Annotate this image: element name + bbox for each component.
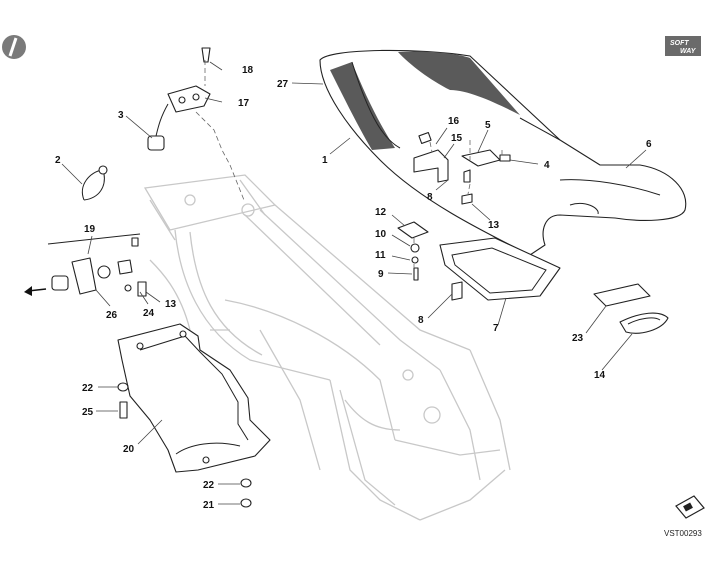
- seat-gasket: [439, 237, 561, 301]
- callout-22-lower: 22: [203, 480, 215, 491]
- callout-25: 25: [82, 407, 94, 418]
- callout-24: 24: [143, 308, 155, 319]
- callout-8-lower: 8: [418, 315, 424, 326]
- assembly-lines: [195, 60, 503, 268]
- direction-arrow-icon: [24, 286, 47, 296]
- callout-17: 17: [238, 98, 250, 109]
- callout-13-lock: 13: [165, 299, 177, 310]
- callout-12: 12: [375, 207, 387, 218]
- callout-22-upper: 22: [82, 383, 94, 394]
- frame-ghost: [143, 174, 511, 521]
- callout-2: 2: [55, 155, 61, 166]
- key-icon: [675, 495, 705, 519]
- callout-13-seat: 13: [488, 220, 500, 231]
- rear-mudguard: [117, 323, 271, 473]
- seat-hook-parts: [413, 131, 511, 205]
- logo-line2: WAY: [680, 48, 697, 55]
- callout-18: 18: [242, 65, 254, 76]
- callout-4: 4: [544, 160, 550, 171]
- callout-27: 27: [277, 79, 289, 90]
- seat-lock-parts: [147, 47, 211, 151]
- callout-20: 20: [123, 444, 135, 455]
- callout-labels: 27 1 18 17 3 2 19 26 24 13 16 15 5 4 6 8…: [55, 65, 652, 511]
- callout-19: 19: [84, 224, 96, 235]
- callout-6: 6: [646, 139, 652, 150]
- seat-pads: [593, 283, 669, 334]
- callout-14: 14: [594, 370, 606, 381]
- logo-line1: SOFT: [670, 40, 689, 47]
- mudguard-fasteners: [117, 382, 252, 508]
- softway-logo: SOFT WAY: [665, 36, 701, 56]
- callout-10: 10: [375, 229, 387, 240]
- callout-9: 9: [378, 269, 384, 280]
- callout-3: 3: [118, 110, 124, 121]
- callout-26: 26: [106, 310, 118, 321]
- callout-1: 1: [322, 155, 328, 166]
- leader-lines: [61, 61, 647, 505]
- bracket-parts: [397, 221, 429, 281]
- callout-8-upper: 8: [427, 192, 433, 203]
- lock-cable: [82, 165, 108, 201]
- callout-7: 7: [493, 323, 499, 334]
- lock-assembly: [47, 233, 147, 297]
- seat-assembly: [319, 49, 687, 256]
- callout-16: 16: [448, 116, 460, 127]
- callout-11: 11: [375, 250, 386, 261]
- callout-15: 15: [451, 133, 463, 144]
- callout-23: 23: [572, 333, 584, 344]
- callout-5: 5: [485, 120, 491, 131]
- drawing-code: VST00293: [664, 529, 702, 538]
- section-badge-icon: [2, 35, 26, 59]
- callout-21: 21: [203, 500, 215, 511]
